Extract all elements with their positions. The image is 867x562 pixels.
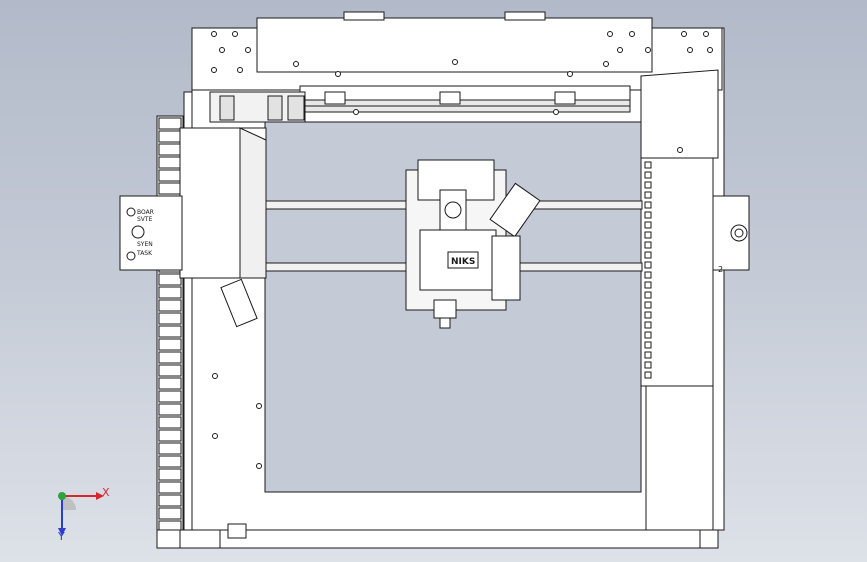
rack-tooth (644, 251, 652, 259)
rack-tooth (644, 291, 652, 299)
mounting-hole (293, 61, 299, 67)
chain-link (158, 286, 182, 299)
chain-link (158, 481, 182, 494)
rack-tooth (644, 221, 652, 229)
rack-tooth (644, 171, 652, 179)
mounting-hole (256, 403, 262, 409)
chain-link (158, 403, 182, 416)
rack-tooth (644, 161, 652, 169)
mounting-hole (212, 433, 218, 439)
cable-chain (156, 115, 184, 537)
mounting-hole (687, 47, 693, 53)
rack-tooth (644, 201, 652, 209)
chain-link (158, 299, 182, 312)
mounting-hole (703, 31, 709, 37)
rack-tooth (644, 261, 652, 269)
rack-tooth (644, 241, 652, 249)
chain-link (158, 442, 182, 455)
mounting-hole (681, 31, 687, 37)
rack-tooth (644, 371, 652, 379)
top-gantry (191, 11, 723, 123)
chain-link (158, 273, 182, 286)
mounting-hole (629, 31, 635, 37)
mounting-hole (645, 47, 651, 53)
mounting-hole (335, 71, 341, 77)
x-axis-label: X (102, 486, 110, 499)
left-plate-line1: BOAR (137, 209, 154, 216)
mounting-hole (452, 59, 458, 65)
mounting-hole (567, 71, 573, 77)
right-carriage (640, 69, 750, 387)
chain-link (158, 182, 182, 195)
chain-link (158, 325, 182, 338)
mounting-holes (211, 31, 713, 469)
rack-tooth (644, 351, 652, 359)
toolhead (405, 159, 541, 329)
rack-tooth (644, 301, 652, 309)
left-plate-line3: SYEN (137, 241, 153, 248)
mounting-hole (603, 61, 609, 67)
mounting-hole (677, 147, 683, 153)
z-axis-dot (58, 492, 66, 500)
mounting-hole (232, 31, 238, 37)
mounting-hole (212, 373, 218, 379)
axis-triad (44, 478, 114, 548)
mounting-hole (256, 463, 262, 469)
mounting-hole (617, 47, 623, 53)
rack-tooth (644, 231, 652, 239)
chain-link (158, 156, 182, 169)
part-labels: BOAR SVTE SYEN TASK NIKS 2 (136, 209, 723, 274)
chain-link (158, 312, 182, 325)
chain-link (158, 468, 182, 481)
mounting-hole (245, 47, 251, 53)
chain-link (158, 507, 182, 520)
chain-link (158, 143, 182, 156)
right-tab-label: 2 (718, 265, 723, 274)
mounting-hole (707, 47, 713, 53)
rack-tooth (644, 341, 652, 349)
mounting-hole (211, 31, 217, 37)
chain-link (158, 130, 182, 143)
rack-tooth (644, 181, 652, 189)
mounting-hole (353, 109, 359, 115)
rack-tooth (644, 191, 652, 199)
chain-link (158, 117, 182, 130)
chain-link (158, 416, 182, 429)
chain-link (158, 338, 182, 351)
mounting-hole (237, 67, 243, 73)
rack-tooth (644, 361, 652, 369)
mounting-hole (219, 47, 225, 53)
mounting-hole (607, 31, 613, 37)
rack-tooth (644, 281, 652, 289)
rack-tooth (644, 211, 652, 219)
chain-link (158, 377, 182, 390)
chain-link (158, 169, 182, 182)
chain-link (158, 494, 182, 507)
toolhead-badge: NIKS (451, 257, 475, 267)
rack-tooth (644, 331, 652, 339)
rack-tooth (644, 271, 652, 279)
left-plate-line4: TASK (136, 250, 153, 257)
y-axis-label: Y (58, 530, 65, 543)
chain-link (158, 455, 182, 468)
mounting-hole (553, 109, 559, 115)
left-plate-line2: SVTE (137, 216, 153, 223)
left-carriage (119, 127, 267, 328)
rack-tooth (644, 321, 652, 329)
mounting-hole (211, 67, 217, 73)
chain-link (158, 364, 182, 377)
rack-teeth (644, 161, 652, 379)
chain-link (158, 390, 182, 403)
chain-link (158, 429, 182, 442)
rack-tooth (644, 311, 652, 319)
chain-link (158, 351, 182, 364)
